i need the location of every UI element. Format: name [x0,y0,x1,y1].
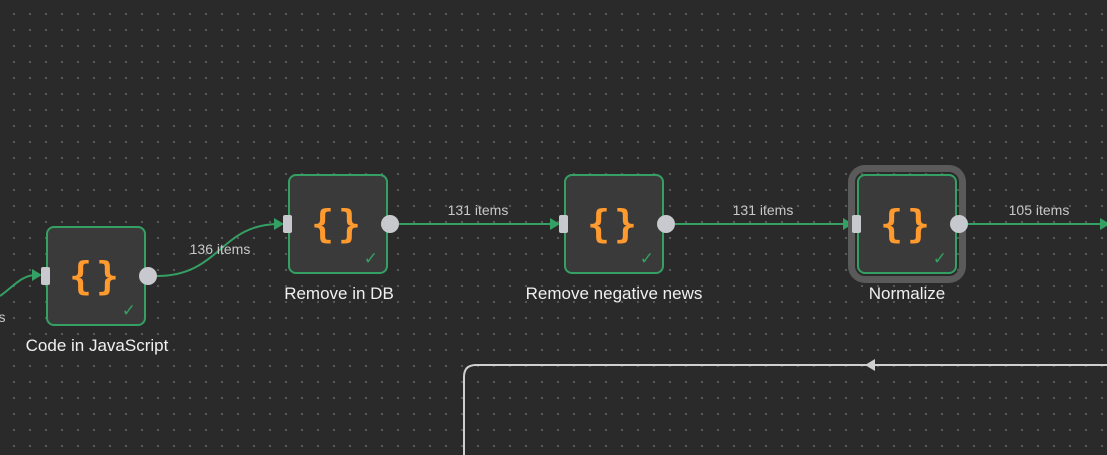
arrowhead-icon [1100,218,1107,230]
arrowhead-icon [843,218,853,230]
node-label-remove-in-db: Remove in DB [284,284,394,303]
edge-label-items: 105 items [1008,202,1070,218]
edge-label-items: 131 items [732,202,794,218]
success-check-icon: ✓ [932,249,947,269]
input-port[interactable] [283,215,292,233]
code-braces-icon: {} [311,202,365,246]
success-check-icon: ✓ [639,249,654,269]
code-braces-icon: {} [587,202,641,246]
node-remove-in-db[interactable]: {} ✓ [288,174,388,274]
node-label-code-in-javascript: Code in JavaScript [25,336,169,355]
node-normalize[interactable]: {} ✓ [848,165,966,283]
input-port[interactable] [41,267,50,285]
arrowhead-left-icon [865,359,875,371]
output-port[interactable] [381,215,399,233]
node-label-normalize: Normalize [868,284,946,303]
code-braces-icon: {} [69,254,123,298]
node-remove-negative-news[interactable]: {} ✓ [564,174,664,274]
success-check-icon: ✓ [363,249,378,269]
success-check-icon: ✓ [121,301,136,321]
node-label-remove-negative-news: Remove negative news [525,284,703,303]
input-port[interactable] [559,215,568,233]
output-port[interactable] [139,267,157,285]
arrowhead-icon [274,218,284,230]
offscreen-edge-label: s [0,309,6,325]
connection-incoming[interactable] [0,274,37,297]
arrowhead-icon [32,269,42,281]
code-braces-icon: {} [880,202,934,246]
output-port[interactable] [657,215,675,233]
connection-code-to-remove-db[interactable] [156,223,280,277]
input-port[interactable] [852,215,861,233]
connection-loop-back[interactable] [463,364,1107,455]
node-code-in-javascript[interactable]: {} ✓ [46,226,146,326]
output-port[interactable] [950,215,968,233]
edge-label-items: 136 items [189,241,251,257]
edge-label-items: 131 items [447,202,509,218]
arrowhead-icon [550,218,560,230]
